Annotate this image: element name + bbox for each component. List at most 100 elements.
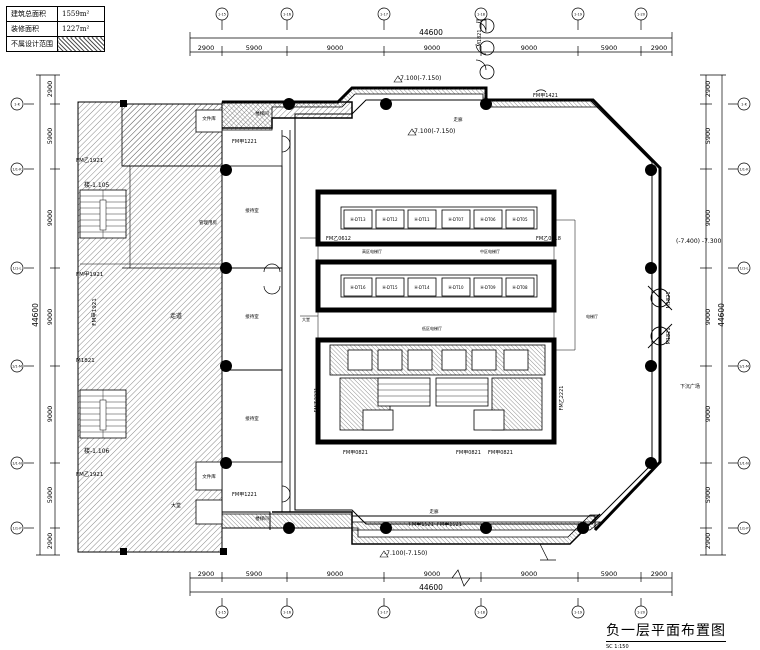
lift-r1-5: H-DT06 bbox=[480, 217, 496, 222]
door-fm1921-a: FM乙1921 bbox=[76, 157, 103, 164]
legend-value: 1559m² bbox=[57, 6, 105, 22]
door-fm1921-c: FM乙1921 bbox=[76, 471, 103, 478]
lift-r2-4: H-DT10 bbox=[448, 285, 464, 290]
grid-left-label-2: 1/1-K bbox=[12, 168, 22, 172]
corridor-label: 走道 bbox=[170, 312, 182, 320]
top-total-dim: 44600 bbox=[419, 28, 443, 37]
sunken-plaza-doors bbox=[647, 285, 673, 349]
bottom-dimensions bbox=[189, 572, 673, 606]
top-dimensions bbox=[189, 20, 673, 56]
lift-r2-3: H-DT14 bbox=[414, 285, 430, 290]
dim-right-4: 9000 bbox=[704, 309, 712, 326]
dim-bot-7: 2900 bbox=[651, 570, 668, 578]
lift-r1-3: H-DT11 bbox=[414, 217, 430, 222]
break-line bbox=[451, 569, 471, 587]
structural-columns bbox=[120, 98, 657, 555]
drawing-title: 负一层平面布置图 bbox=[606, 620, 726, 642]
lift-r1-2: H-DT12 bbox=[382, 217, 398, 222]
legend-label: 装修面积 bbox=[6, 21, 58, 37]
grid-right-label-4: 1/1-M bbox=[739, 365, 749, 369]
bottom-hall-band bbox=[221, 513, 602, 545]
dim-top-3: 9000 bbox=[327, 44, 344, 52]
office-label: 管理用房 bbox=[199, 219, 217, 226]
left-total-dim: 44600 bbox=[31, 303, 40, 327]
dim-left-2: 5900 bbox=[46, 128, 54, 145]
dim-bot-4: 9000 bbox=[424, 570, 441, 578]
door-ym1821: M1821 bbox=[76, 358, 95, 364]
dim-right-6: 5900 bbox=[704, 487, 712, 504]
door-fm1221-top: FM甲1221 bbox=[232, 139, 257, 145]
dim-top-1: 2900 bbox=[198, 44, 215, 52]
lift-hall-mid: 中区电梯厅 bbox=[480, 248, 500, 254]
grid-right-label-6: 1/1-P bbox=[739, 527, 748, 531]
level-bottom: -7.100(-7.150) bbox=[384, 550, 427, 557]
legend-row: 不属设计范围 bbox=[6, 36, 105, 52]
bottom-total-dim: 44600 bbox=[419, 583, 443, 592]
top-entrance-door bbox=[479, 18, 495, 80]
building-perimeter bbox=[221, 86, 662, 552]
grid-bot-label-3: 1-17 bbox=[380, 611, 388, 615]
level-markers bbox=[379, 75, 417, 558]
hall-bottom-label: 走廊 bbox=[430, 508, 439, 515]
lift-r1-1: H-DT13 bbox=[350, 217, 366, 222]
door-bottom-fm1521-a: FM甲1521 bbox=[409, 522, 434, 528]
door-fm0821-a: FM甲0821 bbox=[343, 450, 368, 456]
equip-label-top: 文件库 bbox=[202, 115, 216, 122]
lift-hall-high: 高区电梯厅 bbox=[362, 248, 382, 254]
dim-bot-3: 9000 bbox=[327, 570, 344, 578]
door-fm1221-bot: FM甲1221 bbox=[232, 492, 257, 498]
stair-a-label: 楼-1.105 bbox=[84, 181, 110, 189]
grid-left-label-1: 1-K bbox=[14, 103, 20, 107]
grid-bot-label-4: 1-18 bbox=[477, 611, 485, 615]
grid-left-label-5: 1/1-N bbox=[12, 462, 22, 466]
lobby-left-label: 大堂 bbox=[171, 502, 181, 509]
stair-b-label: 楼-1.106 bbox=[84, 447, 110, 455]
door-fm0821-c: FM甲0821 bbox=[488, 450, 513, 456]
grid-right-label-3: 1/1-L bbox=[740, 267, 749, 271]
grid-bot-label-1: 1-15 bbox=[218, 611, 226, 615]
grid-top-label-4: 1-18 bbox=[477, 13, 485, 17]
door-fm0821-b: FM甲0821 bbox=[456, 450, 481, 456]
dim-top-7: 2900 bbox=[651, 44, 668, 52]
reception-rooms bbox=[195, 109, 291, 525]
right-total-dim: 44600 bbox=[717, 303, 726, 327]
lift-r2-1: H-DT16 bbox=[350, 285, 366, 290]
door-m1821-r2: M1821 bbox=[666, 327, 672, 344]
dim-left-5: 9000 bbox=[46, 406, 54, 423]
stair-bottom-label: 楼梯间 bbox=[255, 515, 269, 522]
dim-left-1: 2900 bbox=[46, 81, 54, 98]
grid-top-label-2: 1-16 bbox=[283, 13, 291, 17]
dim-right-3: 9000 bbox=[704, 210, 712, 227]
left-grid-bubbles bbox=[10, 97, 24, 535]
grid-top-label-1: 1-15 bbox=[218, 13, 226, 17]
core-corridors bbox=[300, 219, 576, 351]
sunken-plaza-label: 下沉广场 bbox=[680, 383, 700, 390]
grid-top-label-5: 1-19 bbox=[574, 13, 582, 17]
dim-top-6: 5900 bbox=[601, 44, 618, 52]
stair-top-label: 楼梯间 bbox=[255, 110, 269, 117]
bottom-grid-bubbles bbox=[215, 605, 648, 619]
room3-label: 接待室 bbox=[245, 415, 259, 422]
lift-hall-label: 电梯厅 bbox=[586, 313, 598, 319]
legend-row: 装修面积 1227m² bbox=[6, 21, 105, 37]
dim-right-5: 9000 bbox=[704, 406, 712, 423]
grid-top-label-3: 1-17 bbox=[380, 13, 388, 17]
top-grid-bubbles bbox=[215, 7, 648, 21]
legend-label: 建筑总面积 bbox=[6, 6, 58, 22]
dim-left-3: 9000 bbox=[46, 210, 54, 227]
door-top-fm1421: FM甲1421 bbox=[533, 93, 558, 99]
legend-hatch-swatch bbox=[57, 36, 105, 52]
lift-r2-6: H-DT08 bbox=[512, 285, 528, 290]
legend-label: 不属设计范围 bbox=[6, 36, 58, 52]
dim-bot-5: 9000 bbox=[521, 570, 538, 578]
dim-bot-6: 5900 bbox=[601, 570, 618, 578]
level-top: -7.100(-7.150) bbox=[398, 75, 441, 82]
dim-top-2: 5900 bbox=[246, 44, 263, 52]
lift-r2-5: H-DT09 bbox=[480, 285, 496, 290]
room1-label: 接待室 bbox=[245, 207, 259, 214]
door-fm2221-l: FM乙2221 bbox=[313, 388, 320, 413]
grid-left-label-3: 1/1-L bbox=[13, 267, 22, 271]
dim-right-1: 2900 bbox=[704, 81, 712, 98]
door-fm0612: FM乙0612 bbox=[326, 235, 351, 242]
